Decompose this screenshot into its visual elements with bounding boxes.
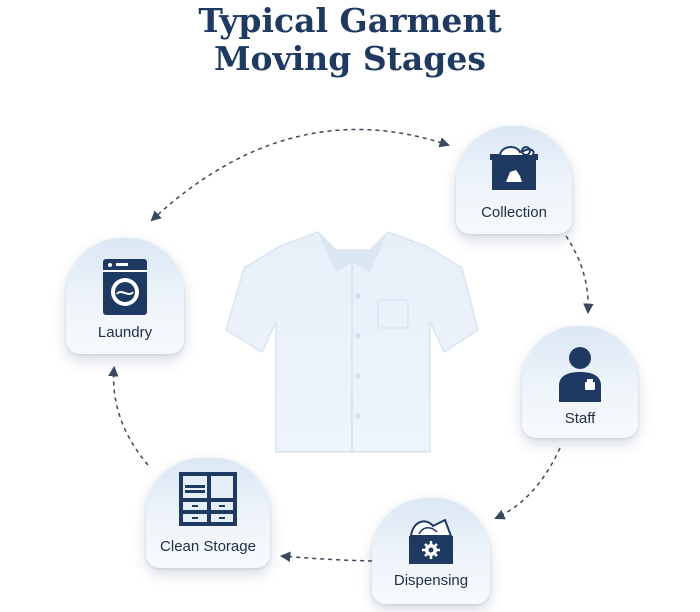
washing-machine-icon [103, 259, 147, 315]
stage-card-collection: Collection [456, 126, 572, 234]
storage-shelf-icon [179, 472, 237, 526]
collection-bin-icon [490, 146, 538, 190]
stage-label-collection: Collection [481, 204, 547, 221]
dispensing-box-icon [409, 518, 453, 564]
stage-label-dispensing: Dispensing [393, 572, 469, 589]
stage-card-dispensing: Dispensing [372, 498, 490, 604]
title-line-2: Moving Stages [214, 39, 486, 78]
arrow-laundry-to-collection [150, 128, 450, 222]
shirt-icon [225, 231, 479, 453]
arrow-collection-to-staff [565, 235, 594, 315]
stage-label-staff: Staff [564, 410, 596, 427]
arrow-staff-to-dispensing [494, 447, 561, 520]
arrow-dispensing-to-storage [279, 551, 373, 562]
stage-card-staff: Staff [522, 326, 638, 438]
stage-card-laundry: Laundry [66, 238, 184, 354]
stage-label-laundry: Laundry [97, 324, 153, 341]
stage-label-clean-storage: Clean Storage [160, 538, 256, 555]
stage-card-clean-storage: Clean Storage [146, 458, 270, 568]
diagram-title: Typical Garment Moving Stages [0, 2, 700, 78]
arrow-storage-to-laundry [108, 365, 149, 466]
title-line-1: Typical Garment [198, 1, 502, 40]
staff-person-icon [559, 347, 601, 402]
cycle-arrows [108, 128, 594, 562]
